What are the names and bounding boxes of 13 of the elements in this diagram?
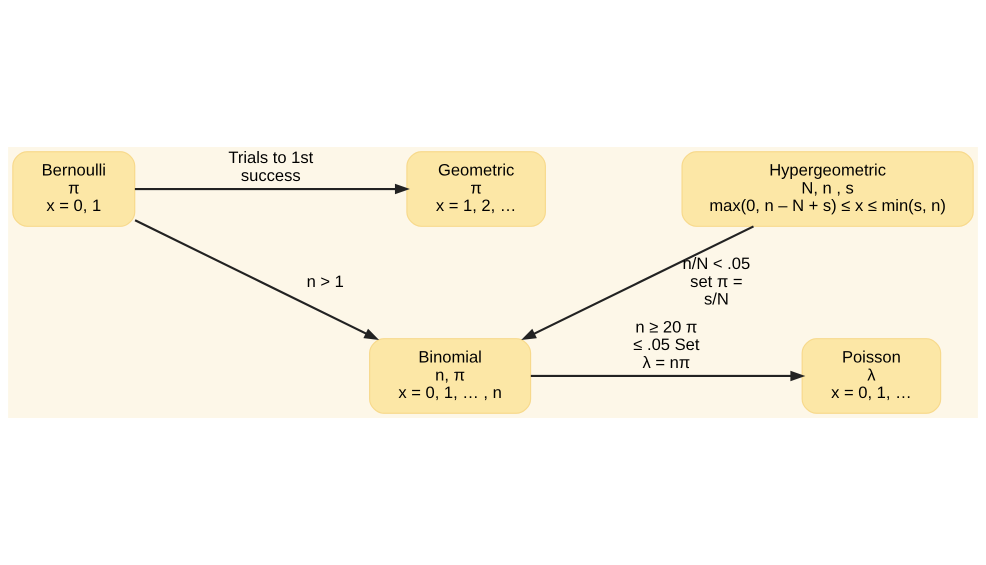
node-box: Poisson λ x = 0, 1, … (802, 338, 942, 414)
node-box: Hypergeometric N, n , s max(0, n – N + s) ≤ x ≤ min(s, n) (681, 151, 974, 227)
edge-label: n ≥ 20 π ≤ .05 Set λ = nπ (633, 317, 700, 372)
arrow (530, 370, 806, 382)
arrow (134, 219, 380, 340)
arrow (134, 184, 410, 194)
edge-label: n/N < .05 set π = s/N (682, 254, 750, 309)
node-box: Geometric π x = 1, 2, … (406, 151, 546, 227)
edge-label: Trials to 1st success (228, 148, 314, 185)
edge-label: n > 1 (306, 272, 344, 291)
node-box: Bernoulli π x = 0, 1 (12, 151, 136, 227)
node-box: Binomial n, π x = 0, 1, … , n (369, 338, 532, 414)
arrow (521, 225, 754, 340)
